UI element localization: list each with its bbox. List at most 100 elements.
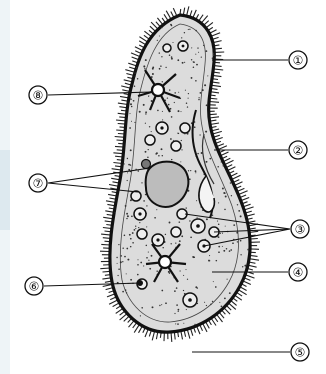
label-7-text: ⑦ <box>33 177 44 191</box>
cytoplasm-dot <box>190 170 191 171</box>
label-7: ⑦ <box>29 174 47 192</box>
cytoplasm-dot <box>171 25 173 27</box>
cytoplasm-dot <box>161 290 163 292</box>
cytoplasm-dot <box>187 279 188 280</box>
cytoplasm-dot <box>188 170 189 171</box>
cytoplasm-dot <box>165 234 166 235</box>
cytoplasm-dot <box>161 148 163 150</box>
cytoplasm-dot <box>227 279 228 280</box>
cytoplasm-dot <box>238 210 240 212</box>
cytoplasm-dot <box>198 97 199 98</box>
macronucleus <box>146 162 189 207</box>
cytoplasm-dot <box>181 140 182 141</box>
cytoplasm-dot <box>180 111 181 112</box>
cytoplasm-dot <box>140 315 141 316</box>
cytoplasm-dot <box>157 40 158 41</box>
cytoplasm-dot <box>124 235 126 237</box>
cytoplasm-dot <box>143 104 145 106</box>
label-2: ② <box>289 141 307 159</box>
cytoplasm-dot <box>167 97 168 98</box>
cytoplasm-dot <box>209 255 210 256</box>
cytoplasm-dot <box>176 287 178 289</box>
cytoplasm-dot <box>213 53 214 54</box>
cytoplasm-dot <box>186 207 187 208</box>
cytoplasm-dot <box>224 209 226 211</box>
cytoplasm-dot <box>137 274 139 276</box>
cytoplasm-dot <box>220 233 221 234</box>
cytoplasm-dot <box>145 123 146 124</box>
cytoplasm-dot <box>189 220 190 221</box>
cytoplasm-dot <box>225 226 226 227</box>
cytoplasm-dot <box>138 170 139 171</box>
cytoplasm-dot <box>170 243 171 244</box>
cytoplasm-dot <box>116 257 117 258</box>
cytoplasm-dot <box>130 279 132 281</box>
cytoplasm-dot <box>161 304 162 305</box>
cytoplasm-dot <box>229 250 231 252</box>
cytoplasm-dot <box>213 281 214 282</box>
cytoplasm-dot <box>138 227 139 228</box>
cytoplasm-dot <box>140 262 142 264</box>
cytoplasm-dot <box>221 161 222 162</box>
cytoplasm-dot <box>151 255 153 257</box>
cytoplasm-dot <box>126 273 127 274</box>
cytoplasm-dot <box>194 257 195 258</box>
cytoplasm-dot <box>146 226 147 227</box>
cytoplasm-dot <box>159 35 160 36</box>
cytoplasm-dot <box>146 205 147 206</box>
cytoplasm-dot <box>240 215 242 217</box>
cytoplasm-dot <box>222 188 224 190</box>
cytoplasm-dot <box>206 104 208 106</box>
cytoplasm-dot <box>159 68 161 70</box>
cytoplasm-dot <box>195 30 197 32</box>
cytoplasm-dot <box>148 260 149 261</box>
cytoplasm-dot <box>179 240 181 242</box>
cytoplasm-dot <box>130 164 131 165</box>
cytoplasm-dot <box>191 77 193 79</box>
label-3-text: ③ <box>295 223 306 237</box>
cytoplasm-dot <box>162 119 163 120</box>
cytoplasm-dot <box>131 121 132 122</box>
label-8-text: ⑧ <box>33 89 44 103</box>
cytoplasm-dot <box>178 309 180 311</box>
cytoplasm-dot <box>217 221 218 222</box>
cytoplasm-dot <box>130 149 132 151</box>
cytoplasm-dot <box>117 263 118 264</box>
cytoplasm-dot <box>162 111 163 112</box>
cilium <box>118 103 128 104</box>
cytoplasm-dot <box>165 302 167 304</box>
cytoplasm-dot <box>137 264 139 266</box>
cytoplasm-dot <box>135 228 136 229</box>
cytoplasm-dot <box>127 259 129 261</box>
cytoplasm-dot <box>127 158 128 159</box>
cytoplasm-dot <box>180 161 181 162</box>
cytoplasm-dot <box>240 254 241 255</box>
cytoplasm-dot <box>222 233 223 234</box>
cytoplasm-dot <box>162 155 163 156</box>
cytoplasm-dot <box>193 66 195 68</box>
label-4-text: ④ <box>293 266 304 280</box>
cytoplasm-dot <box>247 249 249 251</box>
cytoplasm-dot <box>154 217 156 219</box>
cytoplasm-dot <box>191 47 192 48</box>
cytoplasm-dot <box>197 217 198 218</box>
cytoplasm-dot <box>115 212 116 213</box>
cytoplasm-dot <box>137 259 138 260</box>
cytoplasm-dot <box>191 59 192 60</box>
cytoplasm-dot <box>145 111 147 113</box>
cytoplasm-dot <box>175 242 176 243</box>
cytoplasm-dot <box>223 250 225 252</box>
cytoplasm-dot <box>170 108 172 110</box>
cytoplasm-dot <box>168 104 170 106</box>
cytoplasm-dot <box>237 241 238 242</box>
cytoplasm-dot <box>183 323 184 324</box>
cytoplasm-dot <box>128 164 130 166</box>
cytoplasm-dot <box>130 99 131 100</box>
cytoplasm-dot <box>135 226 136 227</box>
cytoplasm-dot <box>181 235 183 237</box>
cytoplasm-dot <box>174 313 175 314</box>
cytoplasm-dot <box>174 92 176 94</box>
cytoplasm-dot <box>124 163 125 164</box>
cytoplasm-dot <box>145 113 146 114</box>
cytoplasm-dot <box>188 29 189 30</box>
